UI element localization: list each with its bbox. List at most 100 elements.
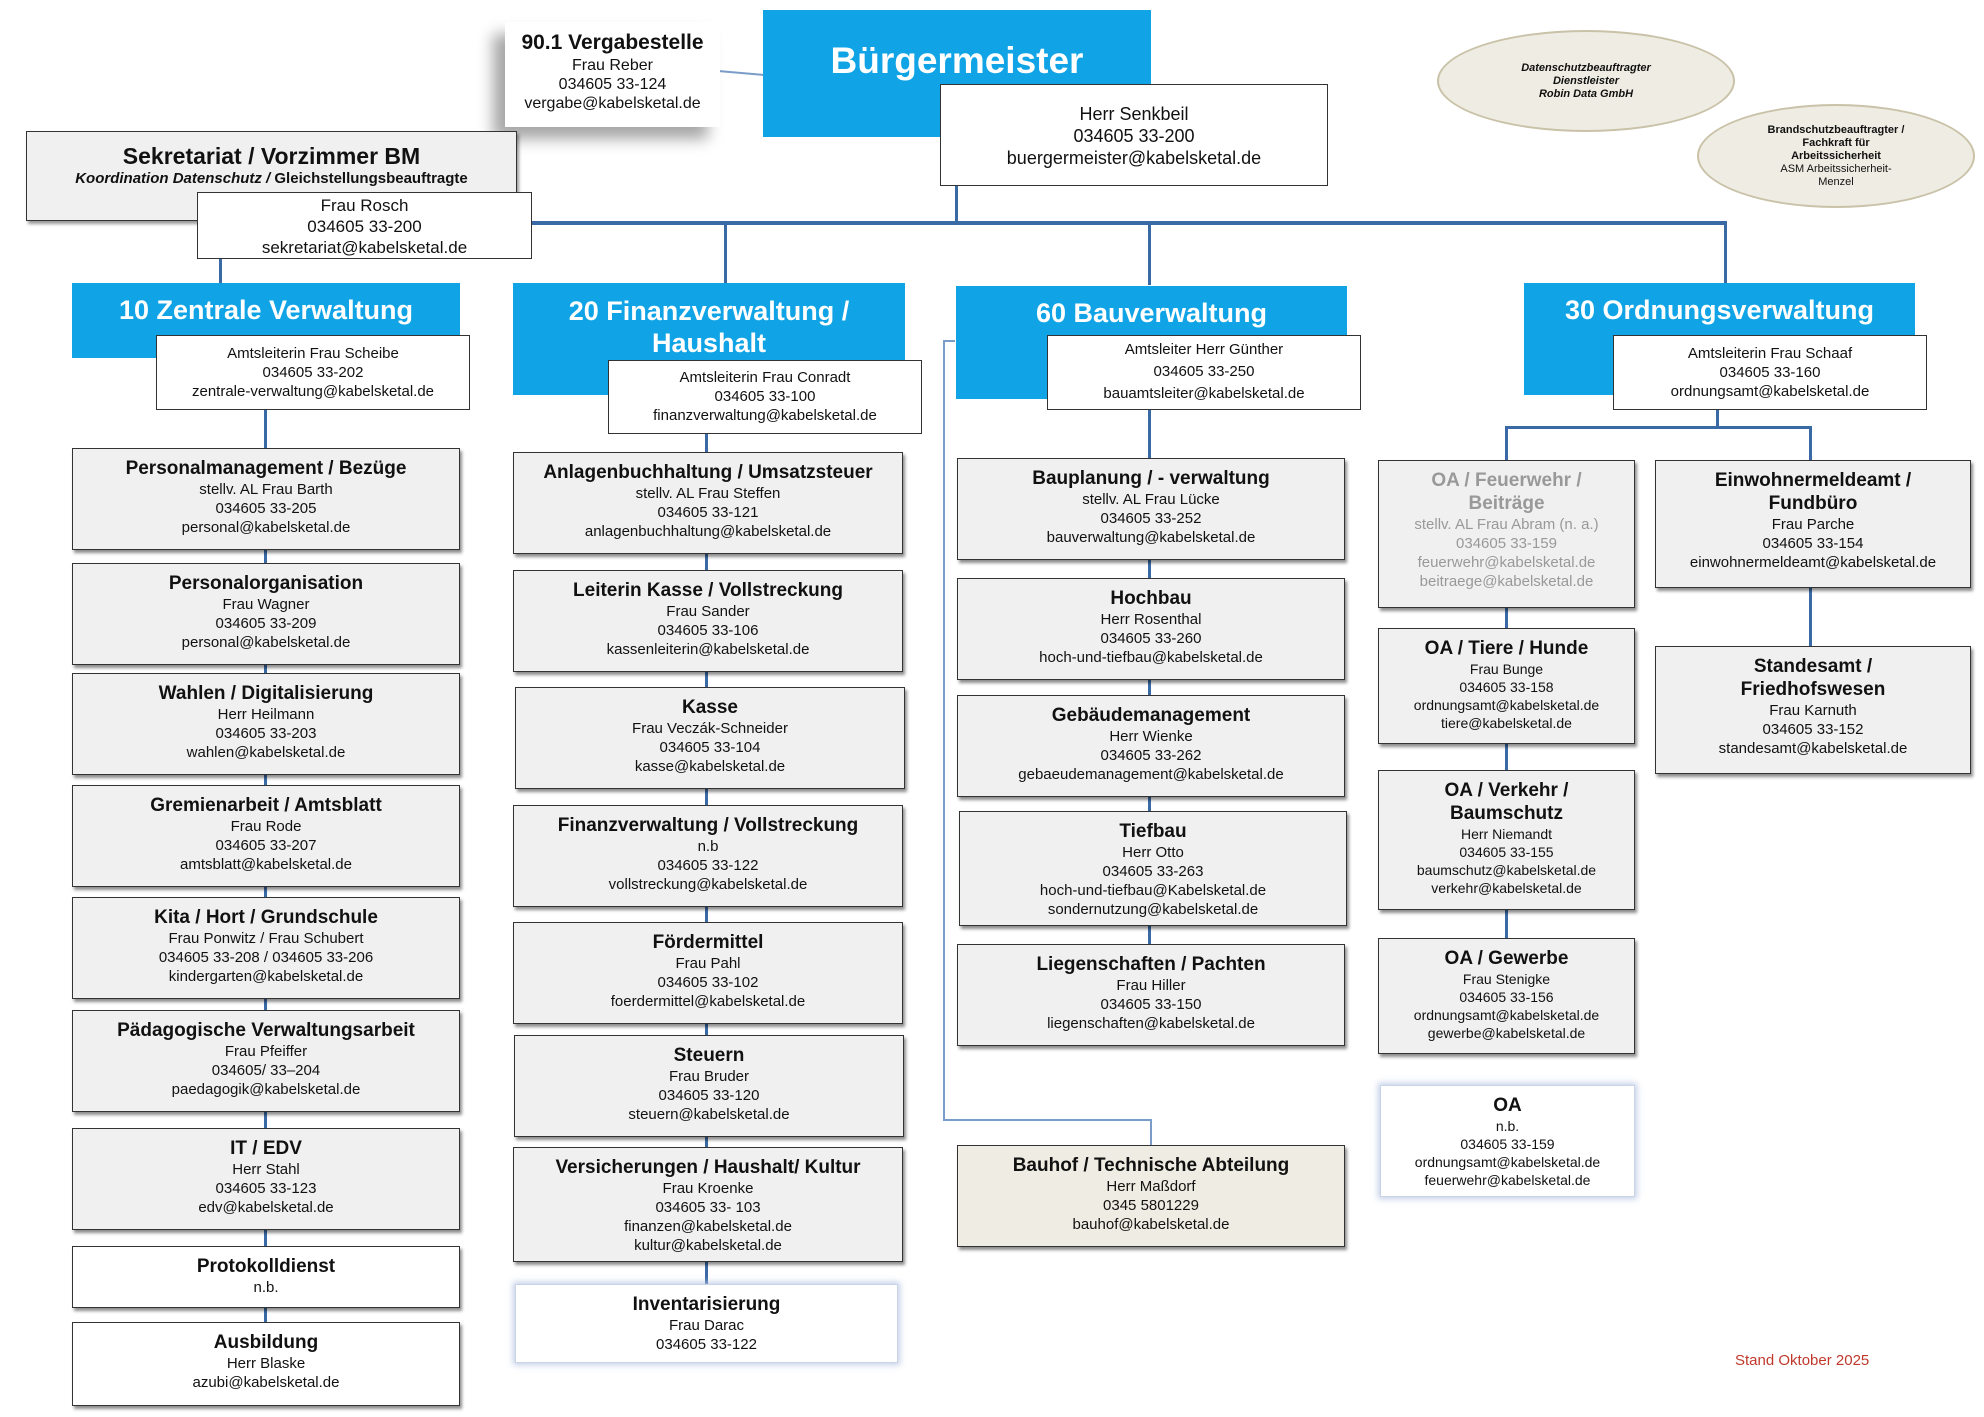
connector-to-20 bbox=[724, 221, 727, 283]
unit-email[interactable]: feuerwehr@kabelsketal.de bbox=[1417, 554, 1596, 571]
dept-30-title: 30 Ordnungsverwaltung bbox=[1564, 295, 1875, 325]
unit-email[interactable]: amtsblatt@kabelsketal.de bbox=[180, 856, 352, 873]
unit-line: 034605 33-208 / 034605 33-206 bbox=[158, 949, 374, 966]
sekretariat-phone: 034605 33-200 bbox=[307, 217, 422, 236]
unit-line: 034605 33-203 bbox=[215, 725, 317, 742]
unit-email[interactable]: hoch-und-tiefbau@Kabelsketal.de bbox=[1039, 882, 1267, 899]
datenschutz-line2: Dienstleister bbox=[1552, 74, 1620, 87]
unit-email[interactable]: liegenschaften@kabelsketal.de bbox=[1047, 1015, 1255, 1032]
unit-email[interactable]: feuerwehr@kabelsketal.de bbox=[1424, 1172, 1591, 1188]
dept-10-head: Amtsleiterin Frau Scheibe bbox=[227, 345, 399, 362]
unit-email[interactable]: hoch-und-tiefbau@kabelsketal.de bbox=[1039, 649, 1263, 666]
dept-60-email[interactable]: bauamtsleiter@kabelsketal.de bbox=[1103, 385, 1305, 402]
unit-line: Frau Hiller bbox=[1116, 977, 1186, 994]
unit-line: Frau Karnuth bbox=[1769, 702, 1857, 719]
unit-line: Frau Sander bbox=[666, 603, 750, 620]
unit-email[interactable]: sondernutzung@kabelsketal.de bbox=[1047, 901, 1259, 918]
unit-email[interactable]: kultur@kabelsketal.de bbox=[634, 1237, 782, 1254]
unit-title: Standesamt / Friedhofswesen bbox=[1740, 656, 1886, 700]
unit-oa-feuerwehr: OA / Feuerwehr / Beiträge stellv. AL Fra… bbox=[1378, 460, 1635, 608]
connector-top-horizontal bbox=[219, 221, 1727, 225]
unit-email[interactable]: edv@kabelsketal.de bbox=[198, 1199, 334, 1216]
datenschutz-line3: Robin Data GmbH bbox=[1538, 87, 1634, 100]
unit-line: 034605 33-159 bbox=[1460, 1136, 1555, 1152]
unit-line: stellv. AL Frau Barth bbox=[199, 481, 333, 498]
unit-line: Herr Stahl bbox=[232, 1161, 300, 1178]
unit-email[interactable]: personal@kabelsketal.de bbox=[181, 519, 351, 536]
unit-email[interactable]: steuern@kabelsketal.de bbox=[628, 1106, 790, 1123]
unit-email[interactable]: kindergarten@kabelsketal.de bbox=[168, 968, 364, 985]
unit-line: 034605 33-102 bbox=[657, 974, 759, 991]
sekretariat-sub-plain: Gleichstellungsbeauftragte bbox=[274, 170, 468, 187]
unit-versicherungen: Versicherungen / Haushalt/ Kultur Frau K… bbox=[513, 1147, 903, 1262]
unit-line: Frau Stenigke bbox=[1462, 971, 1551, 987]
unit-email[interactable]: kasse@kabelsketal.de bbox=[634, 758, 786, 775]
sekretariat-title: Sekretariat / Vorzimmer BM bbox=[122, 143, 421, 169]
unit-einwohnermeldeamt: Einwohnermeldeamt / Fundbüro Frau Parche… bbox=[1655, 460, 1971, 588]
dept-30-email[interactable]: ordnungsamt@kabelsketal.de bbox=[1670, 383, 1870, 400]
unit-email[interactable]: gewerbe@kabelsketal.de bbox=[1427, 1025, 1586, 1041]
brandschutz-line4: ASM Arbeitssicherheit- bbox=[1780, 162, 1892, 175]
unit-line: 034605 33-252 bbox=[1100, 510, 1202, 527]
unit-email[interactable]: azubi@kabelsketal.de bbox=[192, 1374, 340, 1391]
brandschutz-line2: Fachkraft für bbox=[1802, 136, 1870, 149]
unit-email[interactable]: baumschutz@kabelsketal.de bbox=[1416, 862, 1597, 878]
unit-email[interactable]: ordnungsamt@kabelsketal.de bbox=[1414, 1154, 1601, 1170]
unit-email[interactable]: einwohnermeldeamt@kabelsketal.de bbox=[1689, 554, 1937, 571]
unit-email[interactable]: ordnungsamt@kabelsketal.de bbox=[1413, 1007, 1600, 1023]
mayor-contact-box: Herr Senkbeil 034605 33-200 buergermeist… bbox=[940, 84, 1328, 186]
unit-line: 034605 33- 103 bbox=[655, 1199, 761, 1216]
unit-title: Fördermittel bbox=[652, 932, 764, 953]
sekretariat-email[interactable]: sekretariat@kabelsketal.de bbox=[261, 238, 468, 257]
unit-email[interactable]: verkehr@kabelsketal.de bbox=[1431, 880, 1582, 896]
unit-line: 034605 33-209 bbox=[215, 615, 317, 632]
unit-email[interactable]: paedagogik@kabelsketal.de bbox=[171, 1081, 361, 1098]
unit-line: Herr Rosenthal bbox=[1100, 611, 1202, 628]
unit-email[interactable]: beitraege@kabelsketal.de bbox=[1419, 573, 1594, 590]
unit-email[interactable]: bauverwaltung@kabelsketal.de bbox=[1046, 529, 1256, 546]
unit-title: Steuern bbox=[673, 1045, 745, 1066]
mayor-phone: 034605 33-200 bbox=[1073, 126, 1195, 146]
unit-paedagogik: Pädagogische Verwaltungsarbeit Frau Pfei… bbox=[72, 1010, 460, 1112]
unit-email[interactable]: anlagenbuchhaltung@kabelsketal.de bbox=[584, 523, 832, 540]
dept-10-email[interactable]: zentrale-verwaltung@kabelsketal.de bbox=[191, 383, 435, 400]
unit-email[interactable]: bauhof@kabelsketal.de bbox=[1072, 1216, 1230, 1233]
brandschutz-line3: Arbeitssicherheit bbox=[1791, 149, 1881, 162]
connector-bauhof-bottom bbox=[943, 1119, 1152, 1121]
unit-title: Versicherungen / Haushalt/ Kultur bbox=[555, 1157, 861, 1178]
unit-email[interactable]: kassenleiterin@kabelsketal.de bbox=[606, 641, 810, 658]
unit-email[interactable]: gebaeudemanagement@kabelsketal.de bbox=[1018, 766, 1284, 783]
unit-line: stellv. AL Frau Lücke bbox=[1082, 491, 1220, 508]
unit-personalmanagement: Personalmanagement / Bezüge stellv. AL F… bbox=[72, 448, 460, 550]
vergabe-title: 90.1 Vergabestelle bbox=[521, 31, 704, 54]
unit-line: Herr Niemandt bbox=[1460, 826, 1553, 842]
unit-line: 0345 5801229 bbox=[1103, 1197, 1199, 1214]
unit-line: 034605 33-121 bbox=[657, 504, 759, 521]
unit-email[interactable]: wahlen@kabelsketal.de bbox=[186, 744, 346, 761]
unit-line: Herr Wienke bbox=[1109, 728, 1193, 745]
vergabe-email[interactable]: vergabe@kabelsketal.de bbox=[524, 95, 701, 112]
connector-to-30 bbox=[1724, 221, 1727, 283]
unit-line: Frau Bruder bbox=[668, 1068, 750, 1085]
mayor-email[interactable]: buergermeister@kabelsketal.de bbox=[1006, 148, 1262, 168]
unit-email[interactable]: finanzen@kabelsketal.de bbox=[624, 1218, 792, 1235]
connector-bauhof-top bbox=[943, 340, 955, 342]
unit-email[interactable]: standesamt@kabelsketal.de bbox=[1718, 740, 1908, 757]
sekretariat-subtitle: Koordination Datenschutz / Gleichstellun… bbox=[27, 170, 516, 187]
dept-20-email[interactable]: finanzverwaltung@kabelsketal.de bbox=[653, 407, 877, 424]
dept-10-phone: 034605 33-202 bbox=[262, 364, 364, 381]
unit-title: Inventarisierung bbox=[632, 1294, 781, 1315]
datenschutz-ellipse: Datenschutzbeauftragter Dienstleister Ro… bbox=[1437, 30, 1735, 132]
dept-10-title: 10 Zentrale Verwaltung bbox=[118, 295, 414, 325]
unit-email[interactable]: vollstreckung@kabelsketal.de bbox=[608, 876, 808, 893]
unit-kita: Kita / Hort / Grundschule Frau Ponwitz /… bbox=[72, 897, 460, 999]
footer-stand: Stand Oktober 2025 bbox=[1735, 1352, 1870, 1369]
unit-email[interactable]: ordnungsamt@kabelsketal.de bbox=[1413, 697, 1600, 713]
unit-email[interactable]: foerdermittel@kabelsketal.de bbox=[610, 993, 806, 1010]
vergabe-name: Frau Reber bbox=[572, 57, 653, 74]
unit-email[interactable]: personal@kabelsketal.de bbox=[181, 634, 351, 651]
unit-email[interactable]: tiere@kabelsketal.de bbox=[1441, 715, 1572, 731]
brandschutz-line5: Menzel bbox=[1818, 175, 1854, 188]
unit-gremienarbeit: Gremienarbeit / Amtsblatt Frau Rode 0346… bbox=[72, 785, 460, 887]
unit-personalorganisation: Personalorganisation Frau Wagner 034605 … bbox=[72, 563, 460, 665]
